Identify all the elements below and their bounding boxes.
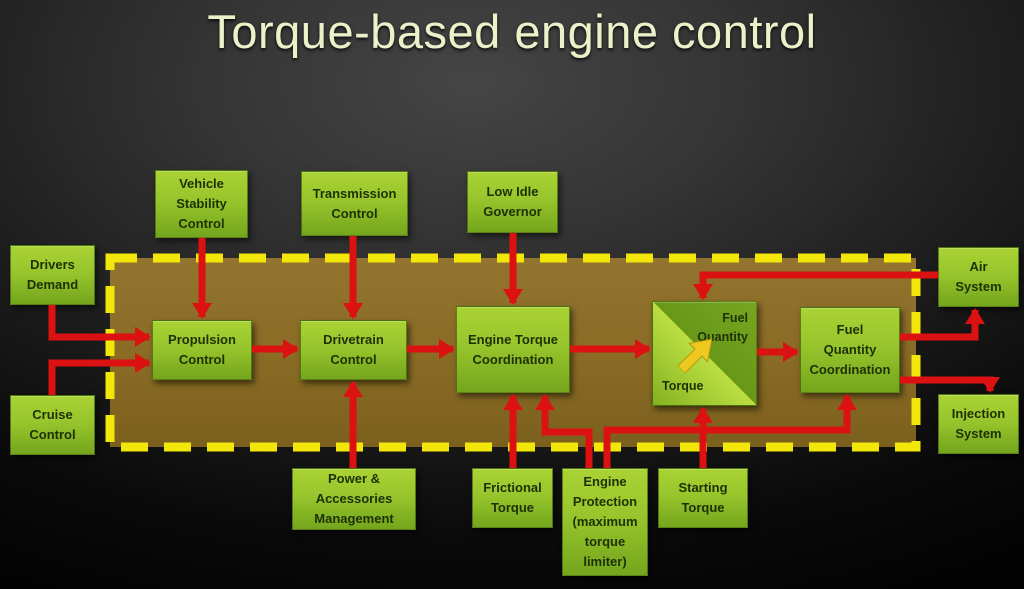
edge-cruise-to-propulsion (48, 353, 151, 395)
node-torque-to-fuel-quantity-converter: Fuel Quantity Torque (652, 301, 757, 406)
node-label: Drivers Demand (26, 257, 79, 292)
node-engine-torque-coordination: Engine Torque Coordination (456, 306, 570, 393)
edge-drivers-demand-to-propulsion (48, 305, 151, 347)
node-label: Air System (955, 259, 1002, 294)
node-drivers-demand: Drivers Demand (10, 245, 95, 305)
node-label: Engine Torque Coordination (467, 331, 559, 367)
node-injection-system: Injection System (938, 394, 1019, 454)
edge-air-system-to-converter (693, 271, 938, 300)
node-fuel-quantity-coordination: Fuel Quantity Coordination (800, 307, 900, 393)
conversion-arrow-icon (677, 338, 713, 374)
edge-fuel-quantity-coordination-to-air-system (900, 308, 985, 341)
node-label: Frictional Torque (483, 480, 542, 515)
node-label: Fuel Quantity Coordination (809, 322, 891, 377)
node-label: Propulsion Control (168, 332, 236, 367)
node-drivetrain-control: Drivetrain Control (300, 320, 407, 380)
node-power-accessories-management: Power & Accessories Management (292, 468, 416, 530)
node-label: Power & Accessories Management (314, 471, 394, 526)
node-label: Injection System (951, 406, 1006, 441)
node-label: Low Idle Governor (483, 184, 542, 219)
node-label: Engine Protection (maximum torque limite… (572, 474, 638, 569)
node-frictional-torque: Frictional Torque (472, 468, 553, 528)
converter-input-label: Torque (662, 379, 704, 393)
edge-fuel-quantity-coordination-to-injection-system (900, 376, 1000, 393)
node-label: Transmission Control (312, 185, 397, 221)
node-transmission-control: Transmission Control (301, 171, 408, 236)
node-label: Starting Torque (678, 480, 728, 515)
node-cruise-control: Cruise Control (10, 395, 95, 455)
node-engine-protection: Engine Protection (maximum torque limite… (562, 468, 648, 576)
node-label: Vehicle Stability Control (176, 176, 227, 231)
node-low-idle-governor: Low Idle Governor (467, 171, 558, 233)
page-title: Torque-based engine control (207, 5, 817, 58)
node-label: Drivetrain Control (323, 332, 384, 367)
node-vehicle-stability-control: Vehicle Stability Control (155, 170, 248, 238)
node-propulsion-control: Propulsion Control (152, 320, 252, 380)
edge-engine-protection-to-fuel-quantity-coordination (603, 394, 857, 468)
node-starting-torque: Starting Torque (658, 468, 748, 528)
node-label: Cruise Control (29, 407, 76, 442)
edge-engine-protection-to-engine-torque (535, 394, 593, 468)
node-air-system: Air System (938, 247, 1019, 307)
